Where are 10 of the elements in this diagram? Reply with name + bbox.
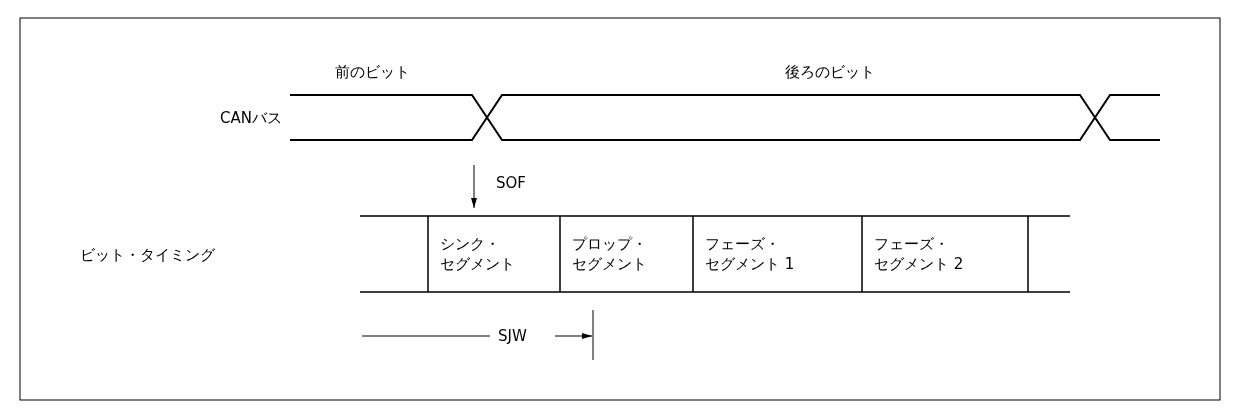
row-label: ビット・タイミング — [80, 245, 215, 265]
signal-label: CANバス — [220, 108, 282, 128]
segment-label: シンク・セグメント — [440, 234, 516, 274]
segment-label: フェーズ・セグメント 2 — [874, 234, 965, 274]
bit-label: 後ろのビット — [785, 62, 875, 82]
bit-label: 前のビット — [335, 62, 410, 82]
segment-label: プロップ・セグメント — [572, 234, 648, 274]
signal-label: SOF — [496, 173, 526, 193]
dimension-label: SJW — [498, 326, 527, 346]
segment-label: フェーズ・セグメント 1 — [705, 234, 796, 274]
